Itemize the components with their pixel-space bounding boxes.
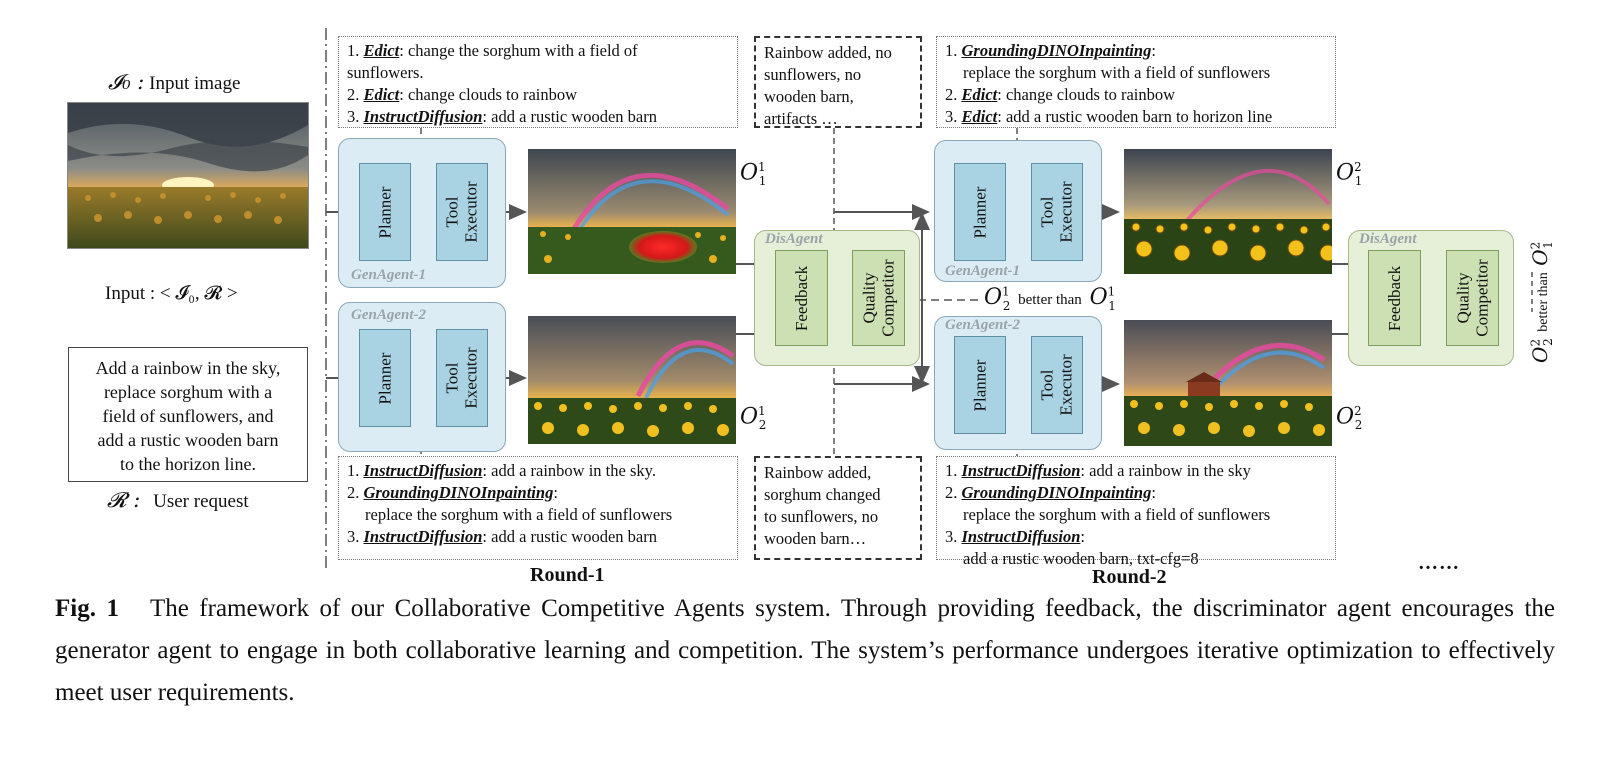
tool-name: Edict xyxy=(961,85,998,104)
tool-name: InstructDiffusion xyxy=(363,107,483,126)
round2-label: Round-2 xyxy=(1092,566,1167,588)
user-request-text: User request xyxy=(153,491,249,512)
round2-plan-bottom: 1. InstructDiffusion: add a rainbow in t… xyxy=(936,456,1336,568)
tool-name: InstructDiffusion xyxy=(961,461,1081,480)
input-image xyxy=(67,102,309,249)
agent-name: GenAgent-1 xyxy=(351,267,426,283)
round2-plan-top: 1. GroundingDINOInpainting: replace the … xyxy=(936,36,1336,128)
figure-number: Fig. 1 xyxy=(55,595,119,622)
tool-name: InstructDiffusion xyxy=(363,461,483,480)
disagent1-feedback-top: Rainbow added, no sunflowers, no wooden … xyxy=(754,36,922,128)
round1-output-1-image xyxy=(528,149,736,274)
output-label-round2-2: O22 xyxy=(1336,404,1363,432)
agent-name: GenAgent-1 xyxy=(945,263,1020,279)
feedback-block: Feedback xyxy=(1368,250,1421,346)
tool-name: GroundingDINOInpainting xyxy=(363,483,554,502)
agent-name: DisAgent xyxy=(765,231,823,247)
caption-text: The framework of our Collaborative Compe… xyxy=(55,595,1555,706)
planner-block: Planner xyxy=(359,329,411,427)
tool-name: GroundingDINOInpainting xyxy=(961,41,1152,60)
request-line: add a rustic wooden barn xyxy=(97,430,279,450)
input-image-label: 𝓘₀ : Input image xyxy=(108,70,240,95)
tool-name: Edict xyxy=(363,85,400,104)
request-line: field of sunflowers, and xyxy=(102,406,274,426)
round1-verdict: O12 better than O11 xyxy=(984,285,1116,313)
user-request-label: 𝓡 : User request xyxy=(107,488,249,513)
round2-output-2-image xyxy=(1124,320,1332,446)
agent-name: GenAgent-2 xyxy=(945,317,1020,333)
round2-output-1-image xyxy=(1124,149,1332,274)
figure-caption: Fig. 1 The framework of our Collaborativ… xyxy=(55,588,1555,714)
tool-name: GroundingDINOInpainting xyxy=(961,483,1152,502)
round1-output-2-image xyxy=(528,316,736,444)
planner-block: Planner xyxy=(359,163,411,261)
disagent1-feedback-bottom: Rainbow added, sorghum changed to sunflo… xyxy=(754,456,922,560)
round2-verdict: O22 better than O21 xyxy=(1528,241,1555,363)
input-tuple-label: Input : < 𝓘₀, 𝓡 > xyxy=(105,283,238,304)
user-request-symbol: 𝓡 : xyxy=(107,488,141,512)
user-request-box: Add a rainbow in the sky, replace sorghu… xyxy=(68,347,308,482)
output-label-round1-1: O11 xyxy=(740,160,767,188)
planner-block: Planner xyxy=(954,336,1006,434)
feedback-block: Feedback xyxy=(775,250,828,346)
round1-plan-top: 1. Edict: change the sorghum with a fiel… xyxy=(338,36,738,128)
agent-name: GenAgent-2 xyxy=(351,307,426,323)
agent-name: DisAgent xyxy=(1359,231,1417,247)
round1-plan-bottom: 1. InstructDiffusion: add a rainbow in t… xyxy=(338,456,738,560)
input-image-text: Input image xyxy=(149,73,241,94)
round1-label: Round-1 xyxy=(530,564,605,586)
output-label-round2-1: O21 xyxy=(1336,160,1363,188)
planner-block: Planner xyxy=(954,163,1006,261)
tool-name: Edict xyxy=(363,41,400,60)
input-image-symbol: 𝓘₀ : xyxy=(108,70,145,94)
continuation-ellipsis: …… xyxy=(1418,552,1460,574)
request-line: to the horizon line. xyxy=(120,454,256,474)
request-line: Add a rainbow in the sky, xyxy=(95,358,281,378)
tool-name: InstructDiffusion xyxy=(363,527,483,546)
tool-name: InstructDiffusion xyxy=(961,527,1081,546)
tool-name: Edict xyxy=(961,107,998,126)
request-line: replace sorghum with a xyxy=(103,382,273,402)
output-label-round1-2: O12 xyxy=(740,404,767,432)
